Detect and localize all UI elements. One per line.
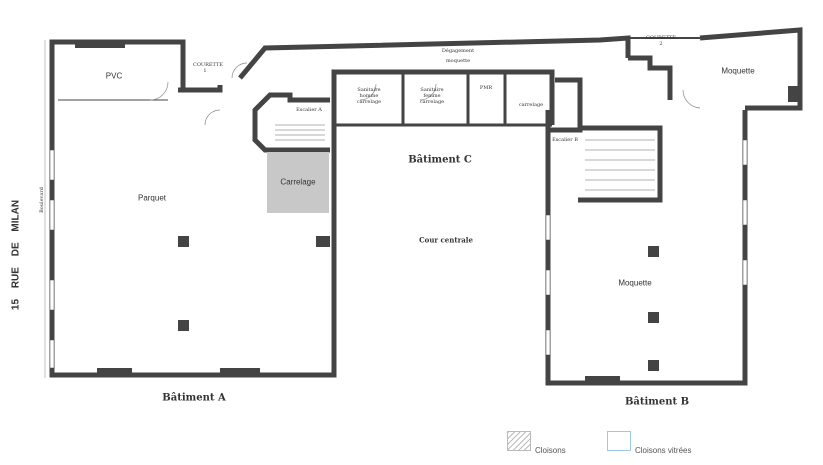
room-pvc: PVC — [105, 71, 123, 81]
room-cour-centrale: Cour centrale — [419, 235, 473, 245]
building-b-walls — [545, 77, 748, 386]
legend-label-cloisons: Cloisons — [535, 446, 566, 455]
side-windows — [49, 139, 748, 369]
room-courette-2: COURETTE 2 — [646, 35, 676, 47]
room-degagement: Dégagement moquette — [441, 48, 475, 64]
street-side-label: Boulevard — [39, 187, 45, 213]
building-c-label: Bâtiment C — [408, 154, 472, 166]
room-carrelage-a: Carrelage — [280, 177, 316, 187]
room-parquet: Parquet — [137, 193, 167, 203]
room-moquette-top: Moquette — [721, 66, 755, 76]
building-b-label: Bâtiment B — [624, 396, 690, 408]
walls — [49, 27, 803, 386]
columns — [75, 42, 798, 383]
stair-steps — [275, 124, 655, 191]
carrelage-area — [267, 152, 329, 213]
building-c-walls — [238, 35, 631, 80]
legend-swatch-cloisons — [507, 431, 531, 451]
room-escalier-a: Escalier A — [296, 107, 322, 113]
street-label: 15 RUE DE MILAN — [10, 199, 22, 311]
room-pmr: PMR — [479, 85, 493, 91]
building-a-label: Bâtiment A — [162, 392, 226, 404]
legend-label-cloisons-vitrees: Cloisons vitrées — [635, 446, 692, 455]
room-sanitaire-homme: Sanitaire homme carrelage — [356, 87, 382, 105]
room-sanitaire-femme: Sanitaire femme carrelage — [419, 87, 445, 105]
room-escalier-b: Escalier B — [552, 137, 578, 143]
room-moquette-b: Moquette — [618, 278, 652, 288]
stair-b-walls — [578, 125, 663, 203]
stair-a-walls — [252, 92, 330, 153]
legend-swatch-cloisons-vitrees — [607, 431, 631, 451]
room-carrelage-c: carrelage — [518, 102, 544, 108]
room-courette-1: COURETTE 1 — [193, 62, 223, 74]
door-swings — [149, 62, 701, 126]
